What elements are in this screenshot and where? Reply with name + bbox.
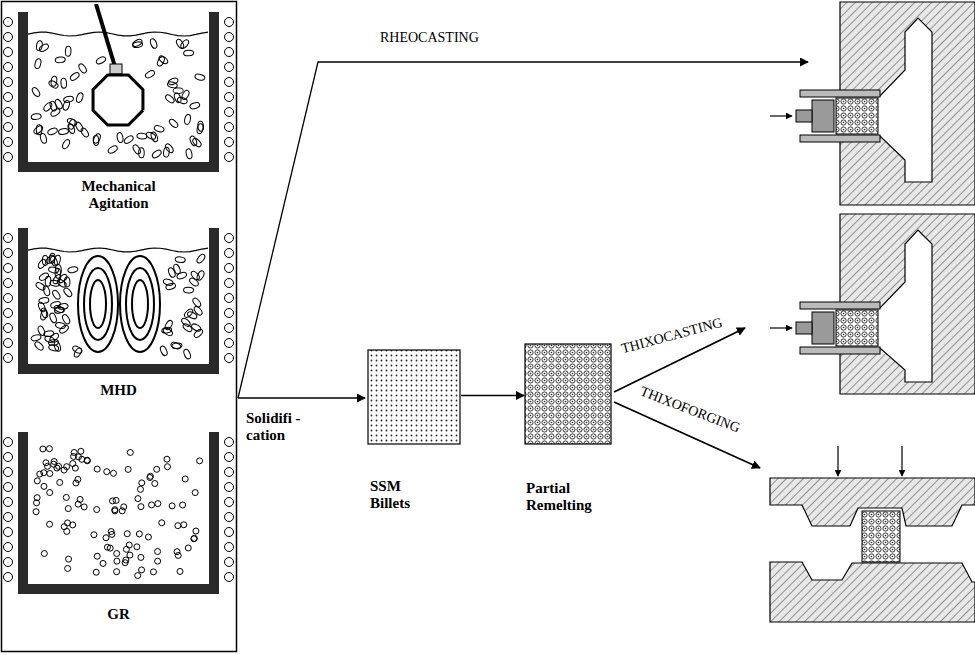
method-label: MHD <box>54 382 184 399</box>
crucible-drawing <box>0 420 237 598</box>
billet-drawing <box>364 348 464 446</box>
billet-block: SSM Billets <box>364 348 464 513</box>
method-panel <box>2 2 237 652</box>
method-label: Mechanical Agitation <box>54 178 184 213</box>
step-label: Solidifi - cation <box>246 410 318 445</box>
crucible-drawing <box>0 4 237 176</box>
process-name: RHEOCASTING <box>380 30 479 46</box>
process-name: THIXOCASTING <box>620 315 725 357</box>
method-label: GR <box>54 606 184 623</box>
billet-drawing <box>520 342 620 446</box>
method-label: Partial Remelting <box>520 480 616 515</box>
die-casting-machine <box>770 214 975 394</box>
process-arrow <box>461 395 524 396</box>
forging-dies <box>770 446 975 622</box>
billet-block: Partial Remelting <box>520 342 620 515</box>
crucible-drawing <box>0 220 237 378</box>
rheocasting-arrow <box>238 62 808 398</box>
crucible-method: GR <box>0 420 237 623</box>
crucible-method: Mechanical Agitation <box>0 4 237 213</box>
process-name: THIXOFORGING <box>638 384 742 437</box>
die-casting-machine <box>770 2 975 205</box>
solidification-arrow <box>238 397 365 398</box>
method-label: SSM Billets <box>364 478 440 513</box>
crucible-method: MHD <box>0 220 237 399</box>
